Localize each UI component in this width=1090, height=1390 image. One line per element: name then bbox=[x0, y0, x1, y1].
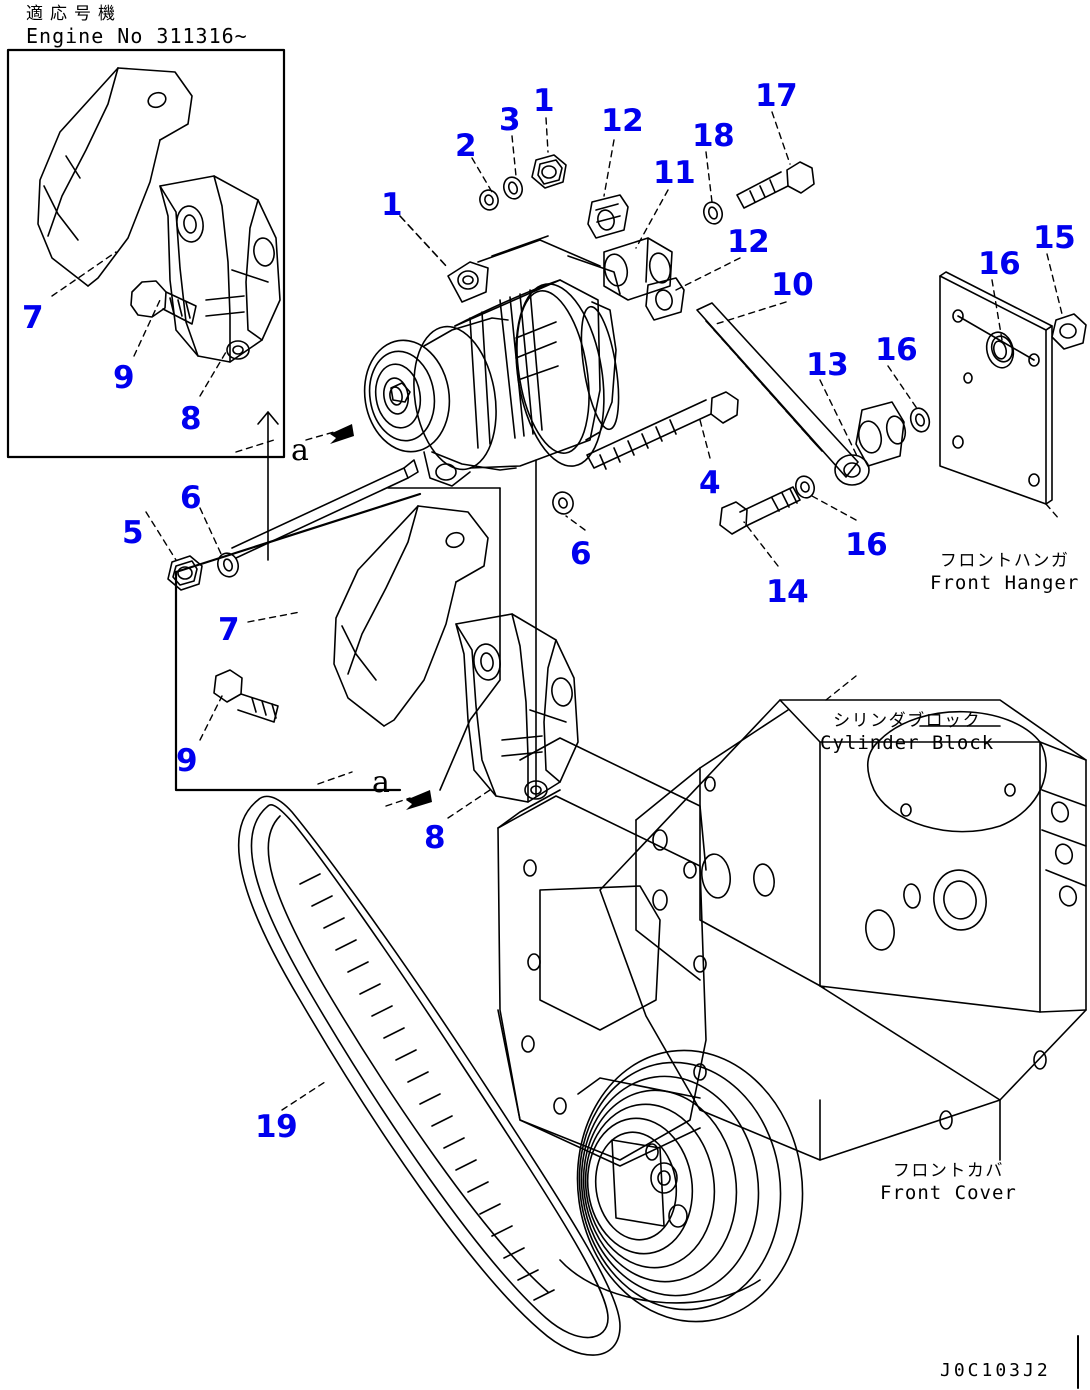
label-front-hanger-en: Front Hanger bbox=[930, 571, 1080, 594]
hardware-washer-18 bbox=[702, 201, 724, 225]
inset-header-jp: 適応号機 bbox=[26, 4, 122, 24]
callout-6-left[interactable]: 6 bbox=[180, 480, 202, 516]
callout-1-top[interactable]: 1 bbox=[533, 83, 555, 119]
hardware-nut-15 bbox=[1051, 313, 1087, 350]
hardware-bolt-14 bbox=[719, 486, 801, 535]
label-cylinder-block-jp: シリンダブロック bbox=[833, 711, 982, 731]
callout-2[interactable]: 2 bbox=[455, 128, 477, 164]
hardware-spacer-12-lower bbox=[645, 277, 685, 321]
inset-bracket-cover bbox=[37, 67, 193, 287]
callout-6-center[interactable]: 6 bbox=[570, 536, 592, 572]
callout-7-inset[interactable]: 7 bbox=[22, 300, 44, 336]
lower-mount-bracket bbox=[455, 613, 579, 803]
crankshaft-pulley bbox=[576, 1049, 804, 1323]
v-belt-19 bbox=[237, 795, 621, 1356]
callout-5[interactable]: 5 bbox=[122, 515, 144, 551]
section-mark-a-upper: a bbox=[291, 433, 309, 468]
label-front-hanger-jp: フロントハンガ bbox=[939, 551, 1070, 571]
hardware-washer-2 bbox=[479, 189, 499, 211]
section-arrows bbox=[330, 424, 432, 810]
alternator-body bbox=[363, 235, 621, 487]
label-front-hanger: フロントハンガ Front Hanger bbox=[930, 551, 1080, 594]
adjusting-link-10 bbox=[696, 302, 870, 486]
callout-14[interactable]: 14 bbox=[766, 574, 809, 610]
leader-line-1-alternator bbox=[399, 215, 449, 269]
label-cylinder-block: シリンダブロック Cylinder Block bbox=[820, 711, 995, 754]
hardware-bushing-11 bbox=[603, 237, 673, 301]
hardware-washer-3 bbox=[502, 176, 524, 200]
hardware-washer-16-link bbox=[909, 407, 931, 433]
front-cover-lip bbox=[497, 1009, 761, 1304]
section-boundary-ticks bbox=[257, 411, 279, 561]
callout-16-link[interactable]: 16 bbox=[875, 332, 918, 368]
hardware-nut-1 bbox=[531, 154, 567, 189]
engine-cylinder-block bbox=[599, 699, 1087, 1161]
callout-12-lower[interactable]: 12 bbox=[727, 224, 770, 260]
hardware-washer-16-hanger bbox=[990, 335, 1014, 363]
callout-3[interactable]: 3 bbox=[499, 102, 521, 138]
inset-header: 適応号機 Engine No 311316~ bbox=[26, 4, 248, 48]
callout-9-lower[interactable]: 9 bbox=[176, 743, 198, 779]
hardware-bolt-4 bbox=[586, 391, 739, 470]
callout-8-lower[interactable]: 8 bbox=[424, 820, 446, 856]
callout-11[interactable]: 11 bbox=[653, 155, 696, 191]
callout-16-bolt[interactable]: 16 bbox=[845, 527, 888, 563]
callout-12-upper[interactable]: 12 bbox=[601, 103, 644, 139]
callout-15[interactable]: 15 bbox=[1033, 220, 1076, 256]
inset-mount-bracket bbox=[159, 175, 281, 363]
hardware-bushing-13 bbox=[855, 401, 907, 467]
footer-drawing-code: J0C103J2 bbox=[940, 1360, 1051, 1381]
callout-9-inset[interactable]: 9 bbox=[113, 360, 135, 396]
hardware-washer-6-center bbox=[552, 491, 574, 515]
callout-8-inset[interactable]: 8 bbox=[180, 401, 202, 437]
callout-7-lower[interactable]: 7 bbox=[218, 612, 240, 648]
label-front-cover: フロントカバ Front Cover bbox=[880, 1161, 1017, 1204]
inset-header-en: Engine No 311316~ bbox=[26, 24, 248, 49]
callout-17[interactable]: 17 bbox=[755, 78, 798, 114]
inset-frame bbox=[6, 48, 286, 459]
label-front-cover-en: Front Cover bbox=[880, 1181, 1017, 1204]
hardware-washer-6-left bbox=[216, 552, 240, 578]
callout-1-alternator[interactable]: 1 bbox=[381, 187, 403, 223]
callout-18[interactable]: 18 bbox=[692, 118, 735, 154]
lower-section-frame bbox=[174, 492, 422, 792]
hardware-bolt-9-lower bbox=[213, 669, 279, 723]
hardware-spacer-12-upper bbox=[587, 194, 629, 239]
callout-4[interactable]: 4 bbox=[699, 465, 721, 501]
callout-19[interactable]: 19 bbox=[255, 1109, 298, 1145]
label-front-cover-jp: フロントカバ bbox=[892, 1161, 1004, 1181]
callout-16-hanger[interactable]: 16 bbox=[978, 246, 1021, 282]
hardware-nut-5 bbox=[167, 555, 203, 591]
hardware-washer-16-center bbox=[794, 475, 816, 499]
hardware-bolt-17 bbox=[736, 161, 815, 209]
lower-bracket-cover bbox=[333, 505, 489, 727]
callout-13[interactable]: 13 bbox=[806, 347, 849, 383]
adjust-rod-lower bbox=[231, 459, 419, 559]
callout-10[interactable]: 10 bbox=[771, 267, 814, 303]
inset-bolt-9 bbox=[130, 280, 197, 325]
section-mark-a-lower: a bbox=[372, 765, 390, 800]
section-arrow-tails bbox=[305, 431, 411, 807]
label-cylinder-block-en: Cylinder Block bbox=[820, 731, 995, 754]
engine-front-cover bbox=[497, 737, 707, 1161]
